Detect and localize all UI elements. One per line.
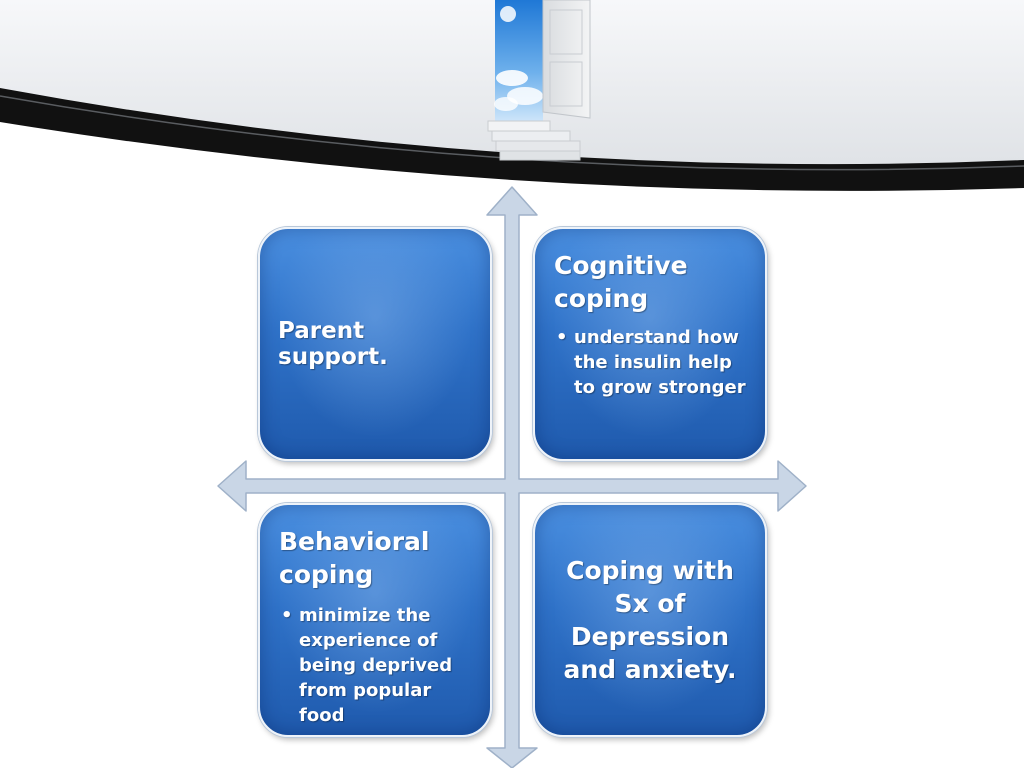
quadrant-parent-support: Parent support.	[258, 227, 492, 461]
door-to-sky-icon	[487, 0, 591, 161]
quadrant-text: Parent support.	[278, 318, 388, 370]
bullet-item: understand how the insulin help to grow …	[554, 325, 754, 400]
quadrant-behavioral-coping: Behavioral coping minimize the experienc…	[258, 503, 492, 737]
header-banner	[0, 0, 1024, 191]
quadrant-title: Cognitive coping	[554, 251, 688, 313]
quadrant-cognitive-coping: Cognitive coping understand how the insu…	[533, 227, 767, 461]
quadrant-text: Coping with Sx of Depression and anxiety…	[563, 556, 737, 684]
quadrant-title: Behavioral coping	[279, 527, 430, 589]
bullet-list: understand how the insulin help to grow …	[554, 325, 754, 400]
cross-arrow-shape	[217, 186, 807, 768]
bullet-list: minimize the experience of being deprive…	[279, 603, 479, 728]
quadrant-depression-anxiety: Coping with Sx of Depression and anxiety…	[533, 503, 767, 737]
bullet-item: minimize the experience of being deprive…	[279, 603, 479, 728]
